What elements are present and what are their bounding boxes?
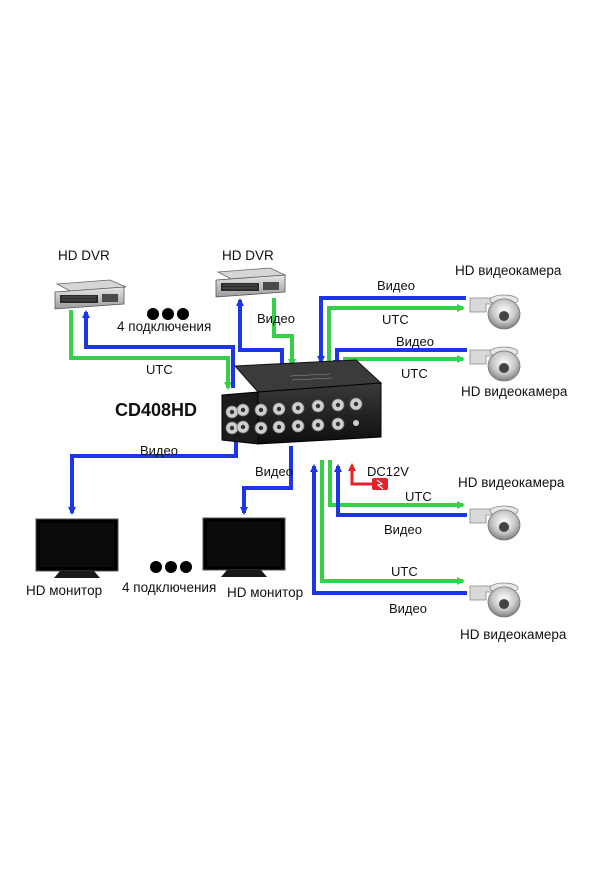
camera-label: HD видеокамера xyxy=(458,475,565,490)
ellipsis-dots-icon xyxy=(147,308,189,320)
video-line xyxy=(310,464,467,595)
video-line xyxy=(68,441,238,515)
ptz-dome-camera-icon xyxy=(469,294,521,330)
dvr-server-icon xyxy=(215,267,287,298)
power-plug-icon xyxy=(348,463,388,490)
ptz-dome-camera-icon xyxy=(469,505,521,541)
utc-label: UTC xyxy=(405,489,432,504)
power-label: DC12V xyxy=(367,464,409,479)
monitor-label: HD монитор xyxy=(26,583,103,598)
video-line xyxy=(240,446,293,515)
video-label: Видео xyxy=(257,311,295,326)
device-model-title: CD408HD xyxy=(115,400,198,420)
video-line xyxy=(317,296,466,364)
lcd-monitor-icon xyxy=(202,517,286,577)
utc-line xyxy=(328,460,465,509)
video-label: Видео xyxy=(255,464,293,479)
camera-label: HD видеокамера xyxy=(460,627,567,642)
video-label: Видео xyxy=(384,522,422,537)
camera-label: HD видеокамера xyxy=(455,263,562,278)
video-label: Видео xyxy=(377,278,415,293)
camera-label: HD видеокамера xyxy=(461,384,568,399)
cd408hd-device xyxy=(221,359,383,445)
utc-line xyxy=(272,298,296,367)
ptz-dome-camera-icon xyxy=(469,582,521,618)
video-label: Видео xyxy=(140,443,178,458)
video-label: Видео xyxy=(389,601,427,616)
utc-label: UTC xyxy=(146,362,173,377)
ptz-dome-camera-icon xyxy=(469,346,521,382)
video-line xyxy=(82,310,235,388)
dvr-server-icon xyxy=(54,279,127,310)
video-line xyxy=(334,464,467,517)
dvr-connections-label: 4 подключения xyxy=(117,319,212,334)
video-label: Видео xyxy=(396,334,434,349)
utc-label: UTC xyxy=(382,312,409,327)
monitor-label: HD монитор xyxy=(227,585,304,600)
dvr-label: HD DVR xyxy=(58,248,110,263)
dvr-label: HD DVR xyxy=(222,248,274,263)
video-line xyxy=(236,298,284,365)
monitor-connections-label: 4 подключения xyxy=(122,580,217,595)
lcd-monitor-icon xyxy=(35,518,119,578)
utc-line xyxy=(320,460,465,585)
utc-label: UTC xyxy=(401,366,428,381)
ellipsis-dots-icon xyxy=(150,561,192,573)
utc-line xyxy=(69,310,232,390)
utc-label: UTC xyxy=(391,564,418,579)
utc-line xyxy=(327,304,465,362)
